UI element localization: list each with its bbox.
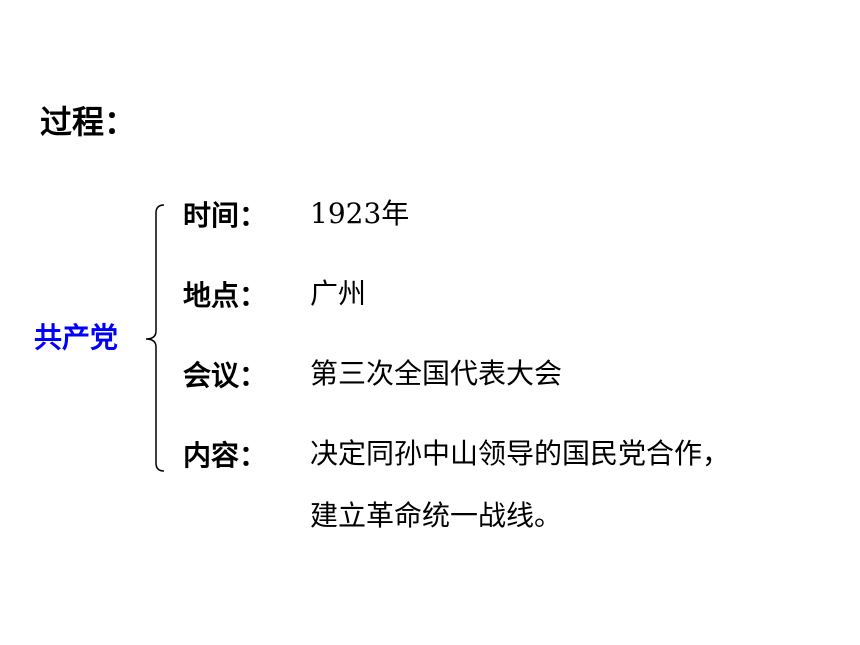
- value-place: 广州: [310, 277, 367, 310]
- label-meeting: 会议：: [183, 359, 268, 392]
- label-place: 地点：: [183, 279, 268, 312]
- slide-title: 过程：: [40, 103, 137, 141]
- subject-label: 共产党: [34, 321, 119, 354]
- value-content-line2: 建立革命统一战线。: [310, 499, 563, 532]
- label-time: 时间：: [183, 199, 268, 232]
- value-time: 1923年: [310, 197, 410, 230]
- value-content-line1: 决定同孙中山领导的国民党合作，: [310, 437, 731, 470]
- left-brace: [145, 204, 165, 472]
- value-meeting: 第三次全国代表大会: [310, 357, 563, 390]
- brace-path: [145, 204, 165, 472]
- label-content: 内容：: [183, 439, 268, 472]
